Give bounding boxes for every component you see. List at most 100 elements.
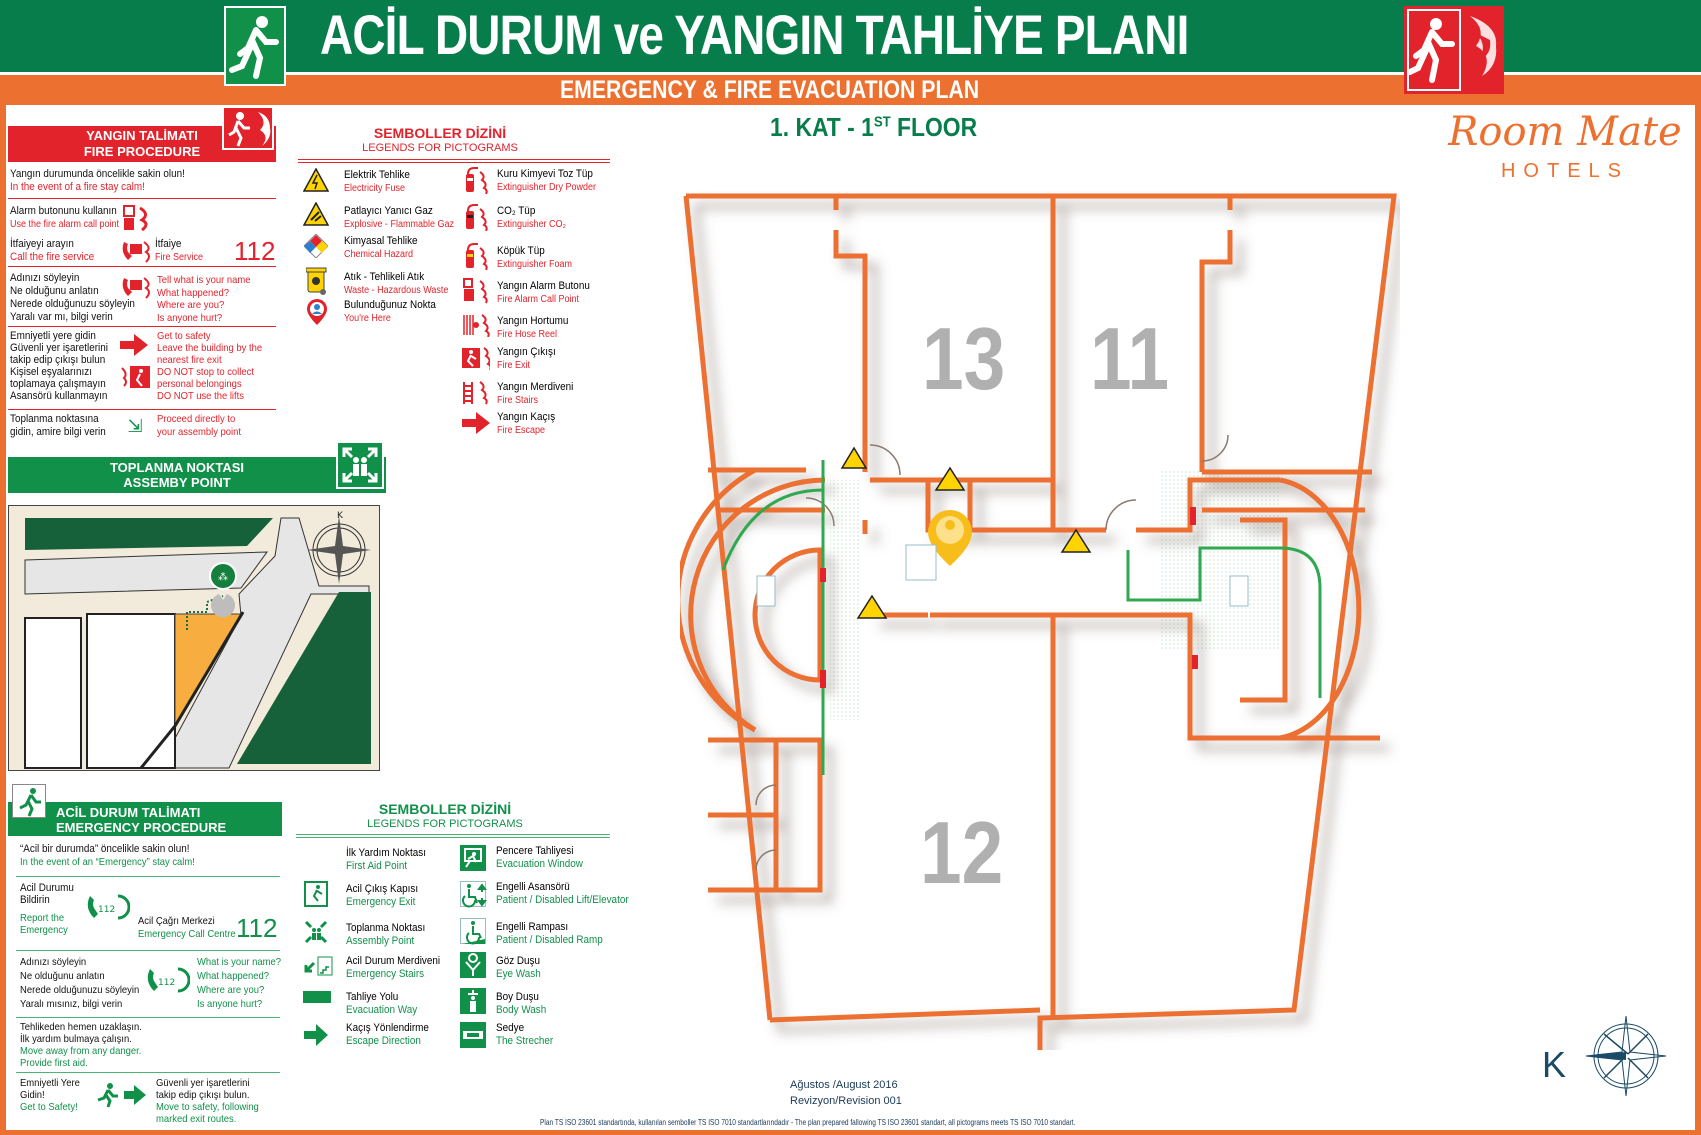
floor-plan: 13 11 12 [675, 190, 1400, 1050]
assembly-point-icon [304, 920, 330, 946]
fire-alarm-icon [462, 277, 488, 304]
logo-tagline: HOTELS [1500, 160, 1630, 182]
fire-stairs-icon [462, 380, 488, 406]
svg-text:⁂: ⁂ [218, 571, 228, 583]
divider [16, 1072, 280, 1073]
room-number: 12 [920, 803, 1004, 902]
you-are-here-icon [306, 298, 332, 325]
divider [296, 837, 610, 838]
extinguisher-foam-icon [462, 242, 488, 271]
compass-rose-icon [1582, 1012, 1670, 1100]
divider [16, 876, 280, 877]
phone-112-icon: 112 [144, 965, 191, 995]
divider [8, 409, 276, 410]
fire-escape-arrow-icon [462, 412, 490, 438]
extinguisher-powder-icon [462, 166, 488, 195]
room-number: 11 [1090, 309, 1170, 408]
fire-exit-icon [222, 106, 274, 150]
border-right [1695, 105, 1701, 1135]
fire-service-number: 112 [234, 236, 276, 266]
running-exit-icon [94, 1082, 150, 1108]
chemical-hazard-icon [303, 233, 330, 260]
floor-label: 1. KAT - 1ST FLOOR [770, 112, 978, 142]
eye-wash-icon [460, 952, 486, 978]
fire-procedure-title-en: FIRE PROCEDURE [83, 144, 201, 159]
first-aid-icon [304, 845, 330, 871]
body-wash-icon [460, 988, 486, 1014]
emergency-exit-icon [224, 6, 286, 86]
evacuation-window-icon [460, 845, 486, 871]
room-number: 13 [922, 309, 1006, 408]
fire-hose-icon [462, 313, 490, 339]
danger-step: Tehlikeden hemen uzaklaşın. İlk yardım b… [20, 1021, 142, 1069]
phone-112-icon [120, 274, 152, 300]
divider [16, 1017, 280, 1018]
brand-logo: Room Mate HOTELS [1440, 110, 1690, 183]
divider [8, 326, 276, 327]
disabled-lift-icon [460, 881, 487, 908]
fire-legend-title: SEMBOLLER DİZİNİ LEGENDS FOR PICTOGRAMS [362, 125, 518, 155]
safety-step-tr: Emniyetli Yere Gidin! Get to Safety! [20, 1077, 80, 1113]
phone-112-icon [120, 238, 152, 264]
emergency-exit-icon [12, 784, 46, 818]
divider [8, 198, 276, 199]
phone-112-icon: 112 [84, 892, 131, 922]
standards-note: Plan TS ISO 23601 standartında, kullanıl… [540, 1118, 1076, 1127]
divider [298, 162, 610, 163]
explosive-icon [302, 201, 330, 228]
fire-escape-arrow-icon [120, 334, 148, 356]
svg-text:K: K [337, 511, 344, 521]
extinguisher-co2-icon [462, 203, 488, 232]
emergency-tell-en: What is your name? What happened? Where … [197, 956, 282, 1010]
escape-arrow-icon [304, 1024, 330, 1050]
assembly-point-icon [336, 441, 384, 489]
tell-info-en: Tell what is your name What happened? Wh… [157, 274, 251, 324]
safety-step-en: Güvenli yer işaretlerini takip edip çıkı… [156, 1077, 259, 1125]
evacuation-way-icon [303, 991, 331, 1003]
plan-date: Ağustos /August 2016 [790, 1079, 898, 1091]
hazardous-waste-icon [305, 266, 332, 295]
emergency-title-en: EMERGENCY PROCEDURE [56, 820, 227, 835]
tell-info-tr: Adınızı söyleyin Ne olduğunu anlatın Ner… [10, 272, 135, 323]
divider [296, 834, 610, 835]
electric-hazard-icon [840, 446, 1092, 619]
border-bottom [0, 1130, 1701, 1135]
divider [16, 950, 280, 951]
electric-hazard-icon [302, 167, 330, 194]
get-safety-tr: Emniyetli yere gidin Güvenli yer işaretl… [10, 330, 108, 402]
first-aid-icon [150, 1024, 180, 1058]
emergency-exit-icon [304, 881, 330, 907]
divider [298, 159, 610, 160]
fire-exit-icon [1404, 6, 1504, 94]
fire-service-label: İtfaiye Fire Service [155, 238, 204, 263]
revision-info: Ağustos /August 2016 Revizyon/Revision 0… [790, 1077, 902, 1109]
plan-revision: Revizyon/Revision 001 [790, 1095, 902, 1107]
assembly-step-en: Proceed directly to your assembly point [157, 413, 242, 438]
page-title: ACİL DURUM ve YANGIN TAHLİYE PLANI [320, 3, 1189, 66]
compass-north-label: K [1542, 1044, 1567, 1085]
fire-exit-icon [120, 364, 150, 388]
fire-alarm-step: Alarm butonunu kullanın Use the fire ala… [10, 205, 120, 230]
